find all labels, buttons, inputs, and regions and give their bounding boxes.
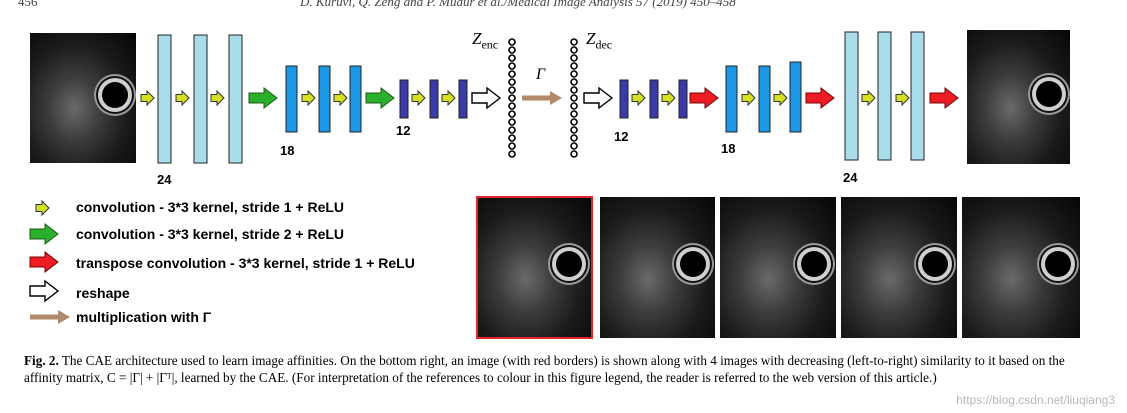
z-dec-label: Zdec: [586, 29, 613, 52]
arrow-conv-stride2: [248, 87, 278, 109]
arrow-conv-stride1: [895, 90, 910, 106]
similar-image-3: [841, 197, 957, 338]
query-image-red-border: [476, 196, 593, 339]
gamma-symbol: Γ: [536, 66, 546, 83]
legend-item-conv-stride1: convolution - 3*3 kernel, stride 1 + ReL…: [76, 199, 345, 215]
enc-label-12: 12: [396, 123, 411, 138]
arrow-conv-stride1: [741, 90, 756, 106]
z-enc-nodes: [508, 38, 516, 158]
figure-caption: Fig. 2. The CAE architecture used to lea…: [24, 352, 1088, 386]
layer-18-dec-3: [789, 61, 802, 133]
arrow-multiplication-gamma: [522, 91, 562, 105]
layer-24-dec-3: [910, 31, 925, 161]
arrow-conv-stride1: [175, 90, 190, 106]
input-image: [30, 33, 136, 163]
legend-item-reshape: reshape: [76, 285, 130, 301]
layer-18-dec-2: [758, 65, 771, 133]
layer-24-enc-2: [193, 34, 208, 164]
similar-image-4: [962, 197, 1080, 338]
layer-12-enc-3: [458, 79, 468, 119]
layer-24-enc-3: [228, 34, 243, 164]
watermark: https://blog.csdn.net/liuqiang3: [956, 393, 1115, 407]
layer-18-enc-2: [318, 65, 331, 133]
layer-18-dec-1: [725, 65, 738, 133]
layer-12-dec-2: [649, 79, 659, 119]
similar-image-2: [720, 197, 836, 338]
arrow-conv-stride1: [333, 90, 348, 106]
layer-24-enc-1: [157, 34, 172, 164]
legend-icon-transpose-conv: [29, 251, 59, 273]
legend-icon-reshape: [29, 280, 59, 302]
cae-architecture-diagram: [140, 31, 959, 164]
layer-18-enc-1: [285, 65, 298, 133]
arrow-reshape: [583, 87, 613, 109]
arrow-conv-stride1: [661, 90, 676, 106]
legend-item-transpose-conv: transpose convolution - 3*3 kernel, stri…: [76, 255, 415, 271]
running-head: D. Kuruvi, Q. Zeng and P. Mudur et al./M…: [300, 0, 736, 9]
enc-label-24: 24: [157, 172, 172, 187]
arrow-conv-stride2: [365, 87, 395, 109]
dec-label-24: 24: [843, 170, 858, 185]
arrow-conv-stride1: [773, 90, 788, 106]
arrow-conv-stride1: [631, 90, 646, 106]
arrow-transpose-conv: [805, 87, 835, 109]
arrow-conv-stride1: [210, 90, 225, 106]
arrow-conv-stride1: [411, 90, 426, 106]
dec-label-12: 12: [614, 129, 629, 144]
arrow-conv-stride1: [301, 90, 316, 106]
arrow-conv-stride1: [861, 90, 876, 106]
legend-icon-multiplication: [30, 310, 70, 324]
layer-18-enc-3: [349, 65, 362, 133]
arrow-conv-stride1: [441, 90, 456, 106]
layer-12-dec-3: [678, 79, 688, 119]
arrow-transpose-conv: [929, 87, 959, 109]
arrow-transpose-conv: [689, 87, 719, 109]
legend-icon-conv-stride2: [29, 223, 59, 245]
figure-label: Fig. 2.: [24, 353, 59, 368]
similar-image-1: [600, 197, 715, 338]
caption-text: The CAE architecture used to learn image…: [24, 353, 1065, 385]
arrow-reshape: [471, 87, 501, 109]
layer-24-dec-2: [877, 31, 892, 161]
layer-24-dec-1: [844, 31, 859, 161]
legend-item-conv-stride2: convolution - 3*3 kernel, stride 2 + ReL…: [76, 226, 345, 242]
legend-icon-conv-stride1: [35, 200, 50, 216]
enc-label-18: 18: [280, 143, 295, 158]
output-image: [967, 30, 1070, 164]
arrow-conv-stride1: [140, 90, 155, 106]
layer-12-enc-1: [399, 79, 409, 119]
dec-label-18: 18: [721, 141, 736, 156]
layer-12-dec-1: [619, 79, 629, 119]
z-dec-nodes: [570, 38, 578, 158]
layer-12-enc-2: [429, 79, 439, 119]
page-number: 456: [18, 0, 38, 9]
legend-item-multiplication: multiplication with Γ: [76, 309, 212, 325]
z-enc-label: Zenc: [472, 29, 499, 52]
